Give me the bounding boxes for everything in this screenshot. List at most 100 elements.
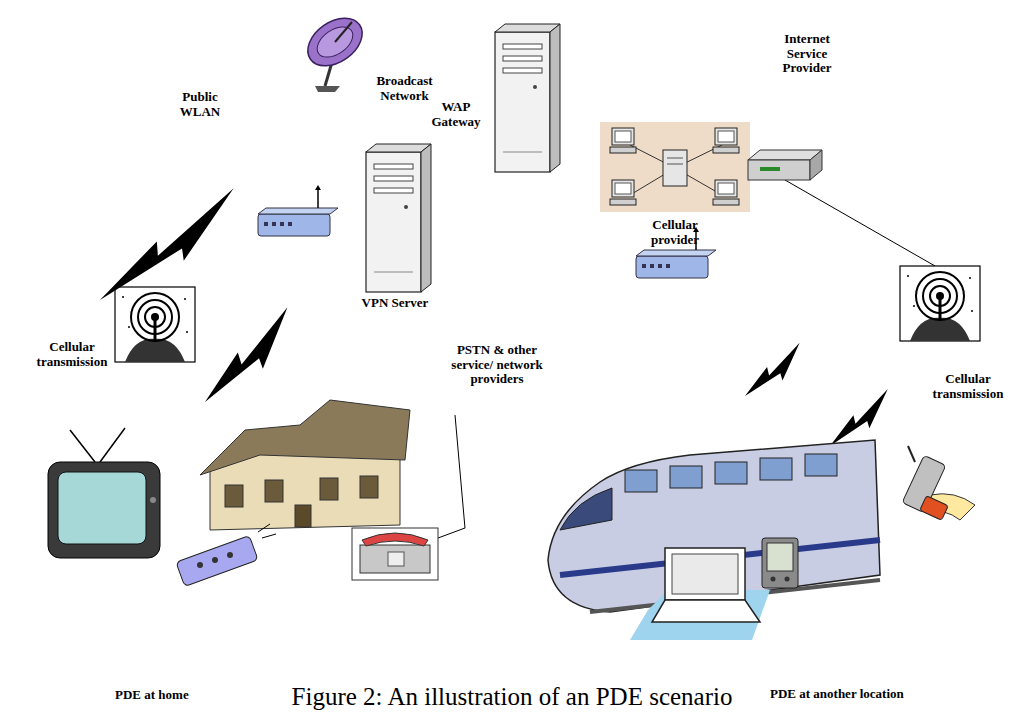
pda bbox=[762, 538, 798, 588]
cellular-provider-network bbox=[713, 180, 739, 205]
telephone bbox=[438, 528, 465, 538]
remote-control bbox=[227, 552, 233, 558]
cellular-tower bbox=[900, 266, 980, 341]
cloud-label: Internet Service Provider bbox=[767, 32, 847, 77]
connector-line bbox=[455, 415, 465, 528]
laptop bbox=[665, 548, 745, 600]
router bbox=[258, 185, 338, 236]
cellular-tower bbox=[115, 287, 195, 362]
wap-gateway-server bbox=[495, 24, 560, 172]
modem bbox=[785, 180, 935, 266]
lightning-bolt bbox=[737, 343, 811, 403]
remote-control bbox=[176, 535, 258, 586]
network-cloud: PSTN & other service/ network providers bbox=[392, 315, 602, 415]
lightning-bolt bbox=[89, 188, 252, 310]
house bbox=[200, 400, 410, 475]
cloud-label: PSTN & other service/ network providers bbox=[437, 343, 557, 388]
satellite-dish bbox=[299, 8, 371, 75]
vpn-server bbox=[366, 144, 431, 292]
component-label: WAP Gateway bbox=[420, 100, 492, 130]
component-label: Broadcast Network bbox=[362, 74, 447, 104]
satellite-dish bbox=[325, 52, 335, 86]
location-label: PDE at another location bbox=[770, 687, 904, 702]
cellular-tower bbox=[900, 266, 980, 341]
component-label: Cellular transmission bbox=[28, 340, 116, 370]
cloud-shape bbox=[60, 428, 429, 681]
mobile-phone bbox=[902, 446, 975, 520]
router bbox=[258, 185, 338, 236]
television bbox=[70, 430, 95, 462]
house bbox=[225, 485, 243, 507]
lightning-bolt bbox=[192, 307, 307, 411]
network-cloud: Public WLAN bbox=[140, 52, 260, 157]
cellular-provider-network bbox=[600, 122, 750, 212]
network-cloud: Internet Service Provider bbox=[742, 4, 872, 104]
television bbox=[48, 462, 160, 558]
train bbox=[548, 440, 880, 612]
remote-control bbox=[176, 524, 276, 587]
house bbox=[265, 480, 283, 502]
lightning-bolt bbox=[737, 343, 811, 403]
television bbox=[150, 497, 156, 503]
pda bbox=[771, 577, 776, 582]
train bbox=[590, 580, 880, 612]
train bbox=[560, 540, 880, 575]
modem bbox=[748, 150, 822, 160]
house bbox=[210, 450, 400, 530]
laptop bbox=[630, 590, 770, 640]
telephone bbox=[352, 528, 465, 580]
modem bbox=[810, 150, 822, 180]
house bbox=[360, 476, 378, 498]
cellular-provider-network bbox=[600, 122, 750, 212]
telephone bbox=[352, 528, 438, 580]
cellular-tower bbox=[115, 287, 195, 362]
remote-control bbox=[258, 524, 270, 532]
cellular-provider-network bbox=[610, 128, 636, 153]
laptop bbox=[672, 554, 738, 594]
wap-gateway-server bbox=[495, 24, 560, 172]
train bbox=[625, 470, 657, 492]
pda bbox=[762, 538, 798, 588]
train bbox=[670, 466, 702, 488]
component-label: VPN Server bbox=[360, 296, 430, 311]
cloud-shape bbox=[564, 412, 966, 681]
train bbox=[760, 458, 792, 480]
remote-control bbox=[197, 562, 203, 568]
cellular-provider-network bbox=[667, 164, 683, 165]
train bbox=[715, 462, 747, 484]
house bbox=[295, 505, 311, 527]
mobile-phone bbox=[908, 446, 915, 462]
figure-caption: Figure 2: An illustration of an PDE scen… bbox=[0, 683, 1024, 711]
vpn-server bbox=[366, 144, 431, 292]
cellular-provider-network bbox=[667, 158, 683, 159]
cellular-provider-network bbox=[675, 168, 722, 195]
cellular-provider-network bbox=[610, 180, 636, 205]
remote-control bbox=[262, 534, 276, 538]
mobile-phone bbox=[902, 455, 946, 512]
cloud-shape bbox=[147, 57, 252, 151]
mobile-phone bbox=[925, 494, 975, 520]
cellular-provider-network bbox=[713, 128, 739, 153]
television bbox=[100, 428, 125, 462]
cloud-shape bbox=[410, 313, 583, 417]
house bbox=[200, 400, 410, 530]
location-label: PDE at home bbox=[115, 688, 189, 703]
component-label: Cellular transmission bbox=[918, 372, 1018, 402]
satellite-dish bbox=[299, 8, 371, 92]
television bbox=[48, 428, 160, 558]
network-cloud-outline bbox=[83, 0, 925, 467]
cellular-provider-network bbox=[630, 145, 675, 168]
mobile-phone bbox=[920, 496, 949, 521]
telephone bbox=[362, 533, 428, 546]
house bbox=[320, 478, 338, 500]
satellite-dish bbox=[335, 22, 352, 42]
cloud-outline bbox=[25, 425, 465, 683]
telephone bbox=[388, 552, 404, 566]
remote-control bbox=[212, 557, 218, 563]
cellular-provider-network bbox=[675, 145, 722, 168]
television bbox=[58, 472, 146, 544]
pda bbox=[767, 543, 793, 571]
lightning-bolt bbox=[822, 389, 900, 453]
cloud-shape bbox=[751, 8, 863, 100]
